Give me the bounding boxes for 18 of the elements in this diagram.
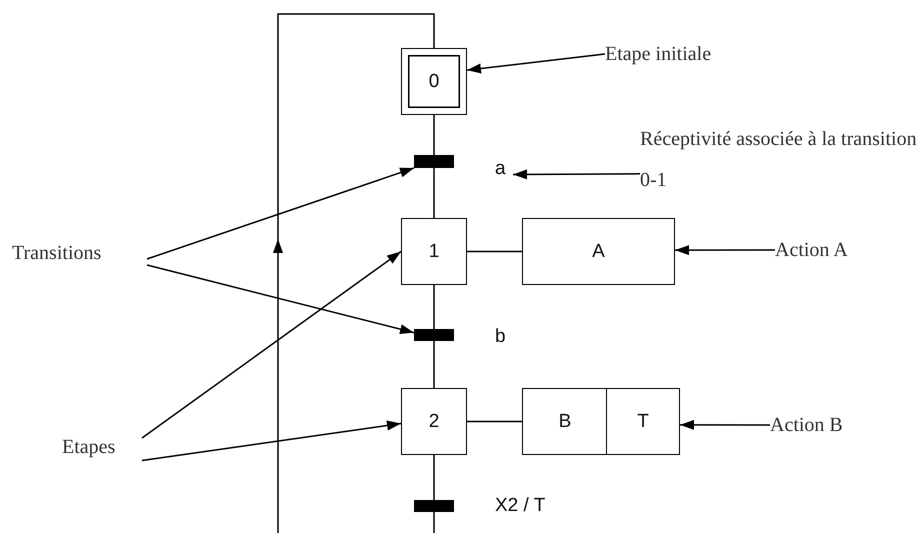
annotation-label: Etape initiale [605,40,780,68]
annotation-label: Réceptivité associée à la transition 0-1 [640,130,918,190]
condition-label: b [495,326,513,348]
annotation-label: Action A [775,235,890,265]
condition-label: X2 / T [495,495,570,517]
action-box: A [522,218,675,285]
annotation-label: Transitions [12,238,147,268]
transition-bar [414,500,454,512]
initial-step-box: 0 [401,48,467,115]
action-box: T [606,388,680,455]
annotation-label: Etapes [62,432,142,462]
step-box: 2 [401,388,467,455]
condition-label: a [495,158,513,180]
annotation-label: Action B [770,410,885,440]
step-box: 1 [401,218,467,285]
transition-bar [414,155,454,168]
transition-bar [414,329,454,341]
action-box: B [522,388,608,455]
